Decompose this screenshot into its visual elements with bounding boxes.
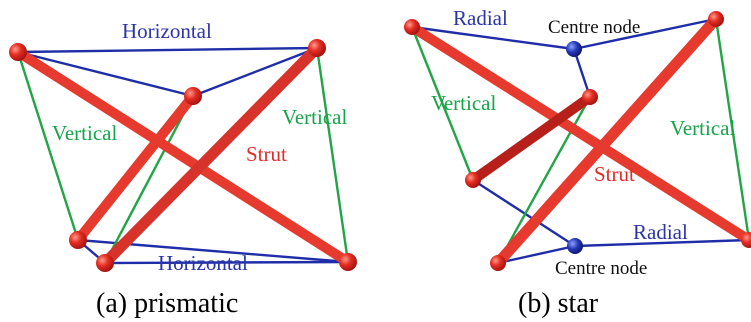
label-horizontal-top: Horizontal: [122, 19, 212, 43]
struts-b: [407, 13, 751, 269]
label-horizontal-bottom: Horizontal: [158, 251, 248, 275]
label-strut-a: Strut: [246, 142, 287, 166]
label-strut-b: Strut: [594, 162, 635, 186]
label-radial-top: Radial: [453, 6, 508, 30]
label-centre-node-bottom: Centre node: [555, 258, 647, 279]
label-centre-node-top: Centre node: [548, 17, 640, 38]
radial-cables-b: [411, 17, 750, 265]
nodes-a: [9, 39, 357, 272]
caption-star: (b) star: [518, 288, 599, 319]
panel-prismatic: Horizontal Vertical Vertical Strut Horiz…: [9, 19, 357, 319]
panel-star: Radial Centre node Vertical Vertical Str…: [404, 6, 751, 319]
struts-a: [13, 42, 353, 269]
label-vertical-right: Vertical: [282, 105, 347, 129]
label-radial-bottom: Radial: [633, 220, 688, 244]
label-vertical-left-b: Vertical: [431, 91, 496, 115]
centre-node-top: [566, 41, 582, 57]
nodes-b: [404, 11, 751, 271]
centre-node-bottom: [567, 238, 583, 254]
vertical-cables-a: [16, 47, 350, 264]
label-vertical-right-b: Vertical: [670, 116, 735, 140]
label-vertical-left: Vertical: [52, 121, 117, 145]
caption-prismatic: (a) prismatic: [96, 288, 238, 319]
